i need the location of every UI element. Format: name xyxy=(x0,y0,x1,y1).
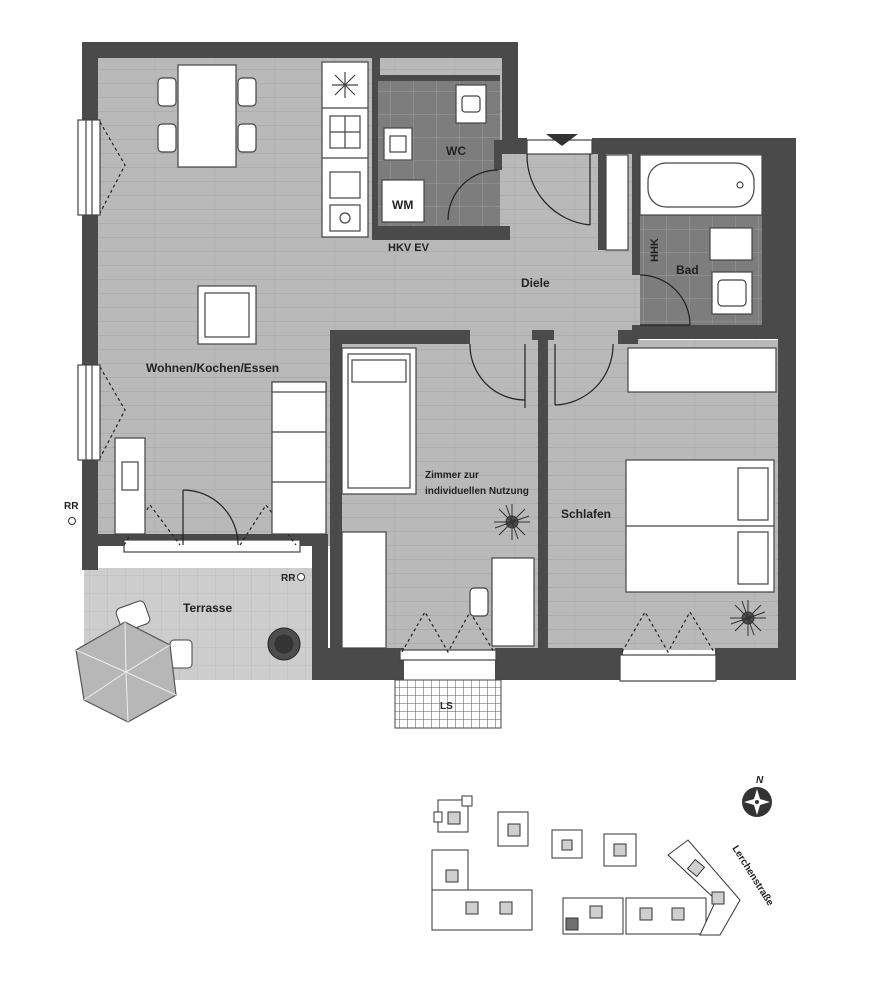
wc-fixtures xyxy=(381,84,487,223)
label-wm: WM xyxy=(392,198,413,212)
terrace-chair xyxy=(169,639,193,669)
site-building xyxy=(551,829,583,859)
site-current-unit xyxy=(565,917,579,931)
label-study-line1: Zimmer zur xyxy=(425,470,479,481)
entry-arrow-icon xyxy=(546,134,578,146)
walls xyxy=(82,42,796,680)
terrace-furniture xyxy=(75,600,193,723)
label-bath: Bad xyxy=(676,263,699,277)
light-shaft-grate xyxy=(394,679,502,729)
label-hhk: HHK xyxy=(649,238,661,262)
wardrobe-hall xyxy=(605,154,629,251)
shelf xyxy=(341,531,387,649)
site-building xyxy=(667,839,741,936)
dining-table xyxy=(177,64,237,168)
wardrobe xyxy=(627,347,777,393)
room-labels: Wohnen/Kochen/Essen WC WM HKV EV Diele B… xyxy=(64,144,699,712)
bath-fixtures xyxy=(605,154,763,315)
furniture-living xyxy=(114,61,369,535)
sink-icon xyxy=(329,171,361,199)
label-hkv: HKV EV xyxy=(388,242,430,254)
window-bedroom xyxy=(619,654,717,682)
rr-marker-terrace xyxy=(297,573,305,581)
window-study xyxy=(399,649,497,661)
label-rr-terrace: RR xyxy=(281,573,296,584)
label-rr-left: RR xyxy=(64,501,79,512)
label-bedroom: Schlafen xyxy=(561,507,611,521)
label-wc: WC xyxy=(446,144,466,158)
chair xyxy=(237,77,257,107)
window-left-upper xyxy=(77,119,101,216)
label-ls: LS xyxy=(440,701,453,712)
site-plan xyxy=(431,795,741,936)
site-building xyxy=(625,897,707,935)
sofa xyxy=(271,381,327,535)
compass-icon xyxy=(742,787,772,817)
chair xyxy=(237,123,257,153)
site-building xyxy=(431,849,533,931)
site-building xyxy=(433,795,473,833)
furniture-study xyxy=(341,347,535,649)
label-study-line2: individuellen Nutzung xyxy=(425,486,529,497)
rr-marker-left xyxy=(68,517,76,525)
washing-machine xyxy=(381,179,425,223)
chair xyxy=(157,123,177,153)
site-building xyxy=(603,833,637,867)
sink-icon xyxy=(709,227,753,261)
umbrella-icon xyxy=(75,621,177,723)
compass-north-label: N xyxy=(756,775,764,786)
site-building xyxy=(497,811,529,847)
plant-icon xyxy=(267,504,766,661)
chair xyxy=(157,77,177,107)
window-left-lower xyxy=(77,364,101,461)
label-terrace: Terrasse xyxy=(183,601,232,615)
stove-icon xyxy=(332,72,358,98)
window-terrace-door xyxy=(123,539,301,553)
chair xyxy=(469,587,489,617)
label-hall: Diele xyxy=(521,276,550,290)
door-swing-icon xyxy=(99,121,715,654)
site-building xyxy=(562,897,624,935)
windows xyxy=(77,119,717,682)
furniture-bedroom xyxy=(625,347,777,593)
toilet-icon xyxy=(455,84,487,124)
label-living: Wohnen/Kochen/Essen xyxy=(146,361,279,375)
desk xyxy=(491,557,535,647)
